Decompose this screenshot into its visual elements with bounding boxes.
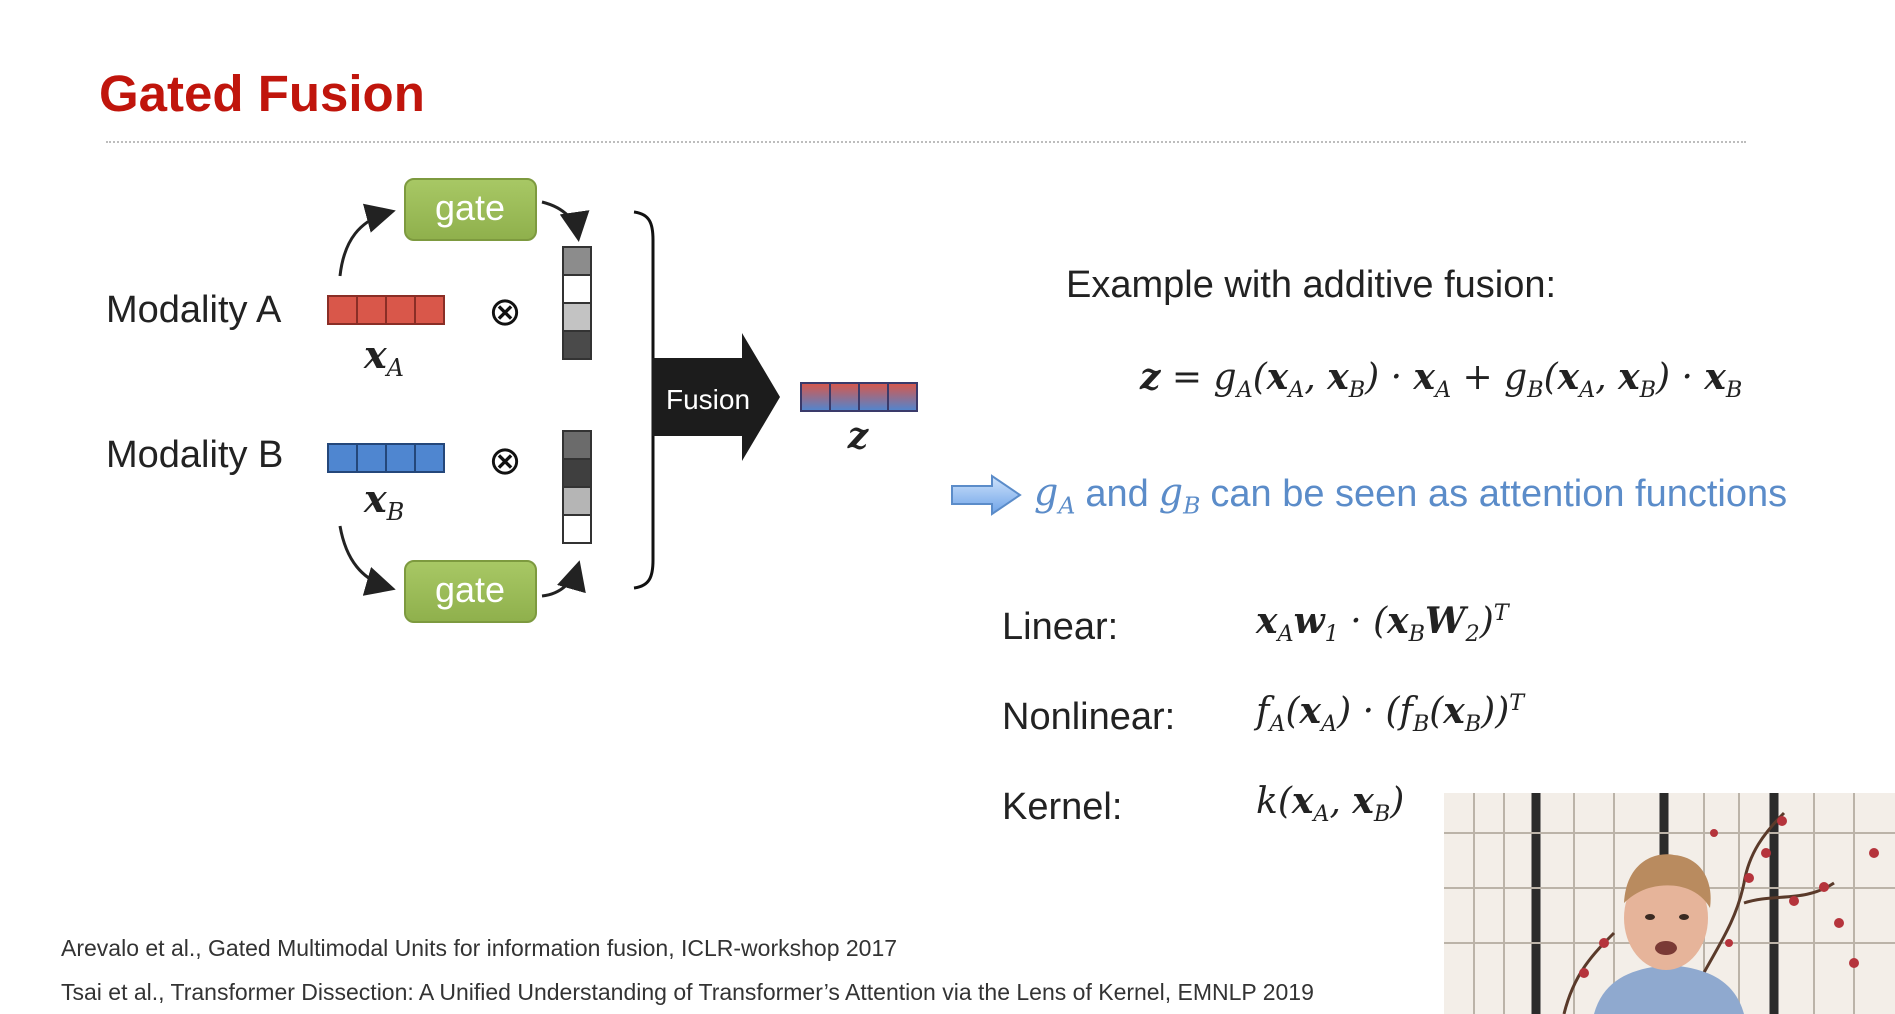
attention-statement: gA and gB can be seen as attention funct… bbox=[950, 470, 1787, 520]
example-heading: Example with additive fusion: bbox=[1066, 264, 1556, 307]
gate-top-label: gate bbox=[435, 187, 505, 228]
x-b-label: xB bbox=[363, 476, 404, 526]
fusion-arrow: Fusion bbox=[652, 333, 780, 461]
arrow-gate-to-weights-top bbox=[542, 202, 578, 236]
otimes-a: ⊗ bbox=[488, 289, 522, 335]
modality-b-vector bbox=[328, 444, 444, 472]
fusion-label: Fusion bbox=[666, 384, 750, 415]
kernel-equation: k(xA, xB) bbox=[1256, 780, 1404, 827]
nonlinear-equation: fA(xA) · (fB(xB))T bbox=[1256, 690, 1524, 737]
x-a-label: xA bbox=[363, 332, 404, 382]
otimes-b: ⊗ bbox=[488, 438, 522, 484]
additive-fusion-equation: z = gA(xA, xB) · xA + gB(xA, xB) · xB bbox=[1140, 356, 1742, 403]
arrow-b-to-gate bbox=[340, 526, 390, 588]
gate-top: gate bbox=[405, 179, 536, 240]
gate-bottom: gate bbox=[405, 561, 536, 622]
g-a-symbol: gA bbox=[1034, 470, 1075, 520]
presenter-video-frame bbox=[1444, 793, 1895, 1014]
kernel-label: Kernel: bbox=[1002, 786, 1122, 829]
g-b-symbol: gB bbox=[1159, 470, 1201, 520]
blue-arrow-icon bbox=[950, 473, 1022, 517]
z-label: z bbox=[847, 415, 870, 457]
presenter-webcam bbox=[1444, 793, 1895, 1014]
gate-bottom-label: gate bbox=[435, 569, 505, 610]
reference-1: Arevalo et al., Gated Multimodal Units f… bbox=[61, 935, 897, 962]
gated-fusion-diagram: gate gate xA xB ⊗ ⊗ bbox=[0, 0, 1000, 650]
linear-label: Linear: bbox=[1002, 606, 1118, 649]
gate-weights-b bbox=[563, 431, 591, 543]
grouping-bracket bbox=[634, 212, 653, 588]
gate-weights-a bbox=[563, 247, 591, 359]
attention-and: and bbox=[1085, 473, 1148, 516]
linear-equation: xAw1 · (xBW2)T bbox=[1256, 600, 1509, 647]
fused-vector-z bbox=[801, 383, 917, 411]
arrow-gate-to-weights-bottom bbox=[542, 566, 578, 596]
nonlinear-label: Nonlinear: bbox=[1002, 696, 1175, 739]
reference-2: Tsai et al., Transformer Dissection: A U… bbox=[61, 979, 1314, 1006]
arrow-a-to-gate bbox=[340, 212, 390, 276]
modality-a-vector bbox=[328, 296, 444, 324]
attention-tail: can be seen as attention functions bbox=[1210, 473, 1787, 516]
